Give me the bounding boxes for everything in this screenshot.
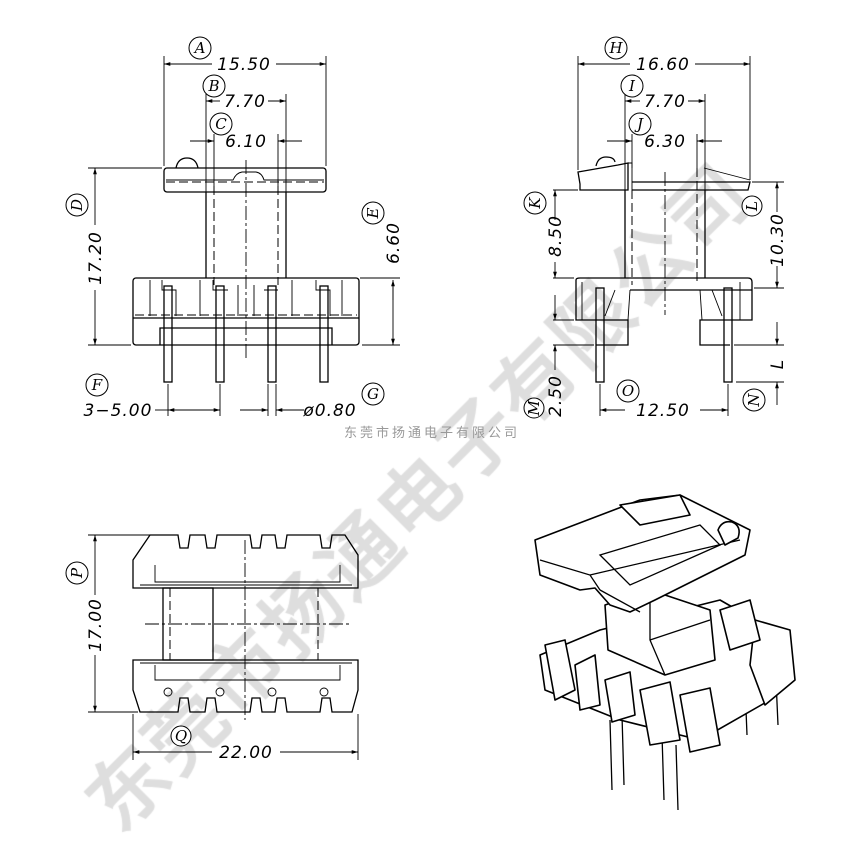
label-p-circle	[65, 561, 89, 585]
label-a-circle	[188, 36, 212, 60]
dim-b-value: 7.70	[224, 92, 266, 112]
label-q: Q	[175, 727, 187, 745]
isometric-view	[534, 494, 796, 811]
label-m-circle	[523, 397, 545, 419]
watermark-small: 东莞市扬通电子有限公司	[344, 425, 520, 441]
dim-p-value: 17.00	[86, 598, 106, 652]
label-l: L	[743, 201, 761, 212]
label-k: K	[526, 197, 544, 210]
label-f: F	[91, 376, 103, 394]
label-h-circle	[604, 36, 628, 60]
label-n-circle	[742, 388, 766, 412]
label-j-circle	[628, 112, 652, 136]
dim-a-value: 15.50	[217, 55, 271, 75]
label-a: A	[193, 39, 206, 57]
label-b-circle	[202, 74, 226, 98]
label-b: B	[207, 77, 219, 95]
dim-f-value: 3−5.00	[84, 401, 153, 421]
label-m: M	[525, 400, 543, 417]
front-view: 15.50 A 7.70 B 6.10 C 17.20 D 6.60 E	[65, 36, 404, 421]
label-p: P	[68, 567, 86, 579]
label-g: G	[367, 385, 379, 403]
dim-l2-value: L	[768, 359, 788, 369]
label-h: H	[608, 39, 623, 57]
dim-j-value: 6.30	[644, 132, 686, 152]
dim-h-value: 16.60	[636, 55, 690, 75]
label-o-circle	[616, 379, 640, 403]
label-i-circle	[620, 74, 644, 98]
label-k-circle	[523, 191, 547, 215]
label-e: E	[364, 207, 382, 219]
label-c-circle	[209, 112, 233, 136]
label-g-circle	[361, 382, 385, 406]
dim-d-value: 17.20	[86, 231, 106, 285]
dim-e-value: 6.60	[384, 222, 404, 264]
dim-i-value: 7.70	[644, 92, 686, 112]
label-n: N	[745, 393, 763, 408]
label-j: J	[634, 115, 644, 133]
dim-c-value: 6.10	[225, 132, 267, 152]
label-l-circle	[741, 195, 763, 217]
label-d-circle	[65, 193, 89, 217]
dim-q-value: 22.00	[219, 743, 273, 763]
dim-l-value: 10.30	[768, 213, 788, 267]
dim-m-value: 2.50	[546, 375, 566, 417]
label-d: D	[68, 199, 86, 212]
bottom-view: 17.00 P 22.00 Q	[65, 534, 359, 763]
dim-k-value: 8.50	[546, 215, 566, 257]
label-i: I	[628, 77, 636, 95]
label-o: O	[622, 382, 634, 400]
label-c: C	[215, 115, 227, 133]
dim-g-value: ø0.80	[302, 401, 356, 421]
label-q-circle	[170, 725, 192, 747]
label-e-circle	[361, 201, 385, 225]
side-view: 16.60 H 7.70 I 6.30 J 8.50 K 10.30 L	[523, 36, 788, 421]
dim-o-value: 12.50	[636, 401, 690, 421]
label-f-circle	[85, 373, 109, 397]
